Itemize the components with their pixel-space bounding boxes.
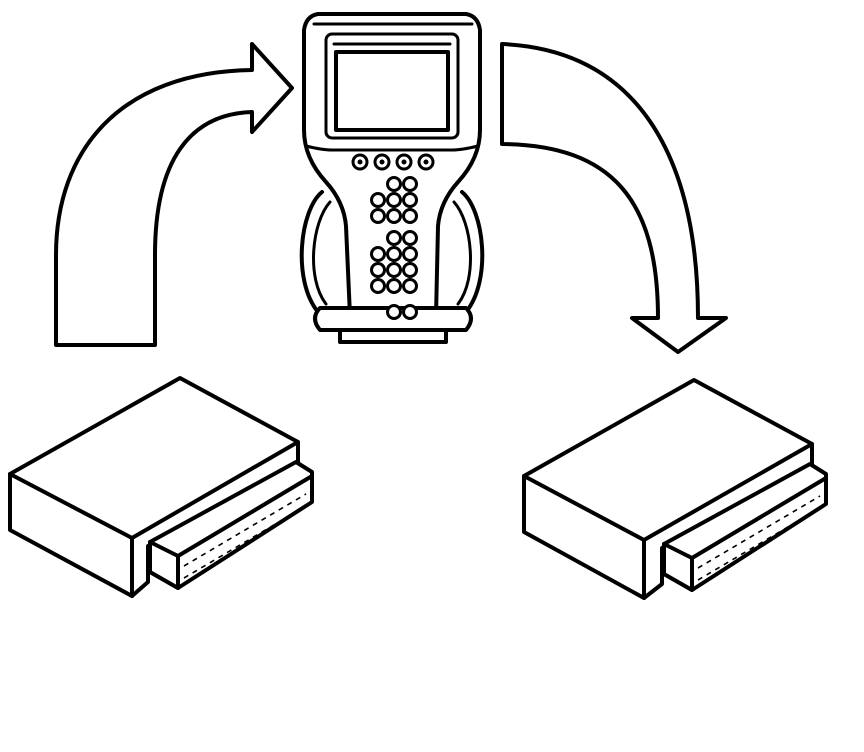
scan-tool-icon [299,12,485,344]
keypad-key [386,304,402,320]
upload-arrow [54,42,294,347]
source-module-icon [8,376,314,598]
target-module-icon [522,378,828,600]
keypad-key [370,246,386,262]
keypad-key [386,278,402,294]
keypad-key [386,208,402,224]
keypad-key [370,278,386,294]
keypad-key [402,192,418,208]
keypad-key [402,246,418,262]
keypad-key [386,176,402,192]
keypad-key [402,230,418,246]
function-key-center [357,159,363,165]
keypad-key [370,192,386,208]
scan-tool-screen [334,50,450,132]
keypad-key [386,262,402,278]
scan-tool-handle [299,190,485,314]
keypad-key [386,246,402,262]
download-arrow [500,42,728,354]
keypad-key [402,208,418,224]
keypad-key [402,278,418,294]
keypad-key [370,262,386,278]
keypad-key [370,208,386,224]
function-key-center [423,159,429,165]
keypad-key [386,192,402,208]
keypad-key [402,304,418,320]
function-keys [351,153,435,171]
function-key-center [401,159,407,165]
keypad-key [402,262,418,278]
keypad [370,176,418,320]
keypad-key [402,176,418,192]
function-key-center [379,159,385,165]
keypad-key [386,230,402,246]
